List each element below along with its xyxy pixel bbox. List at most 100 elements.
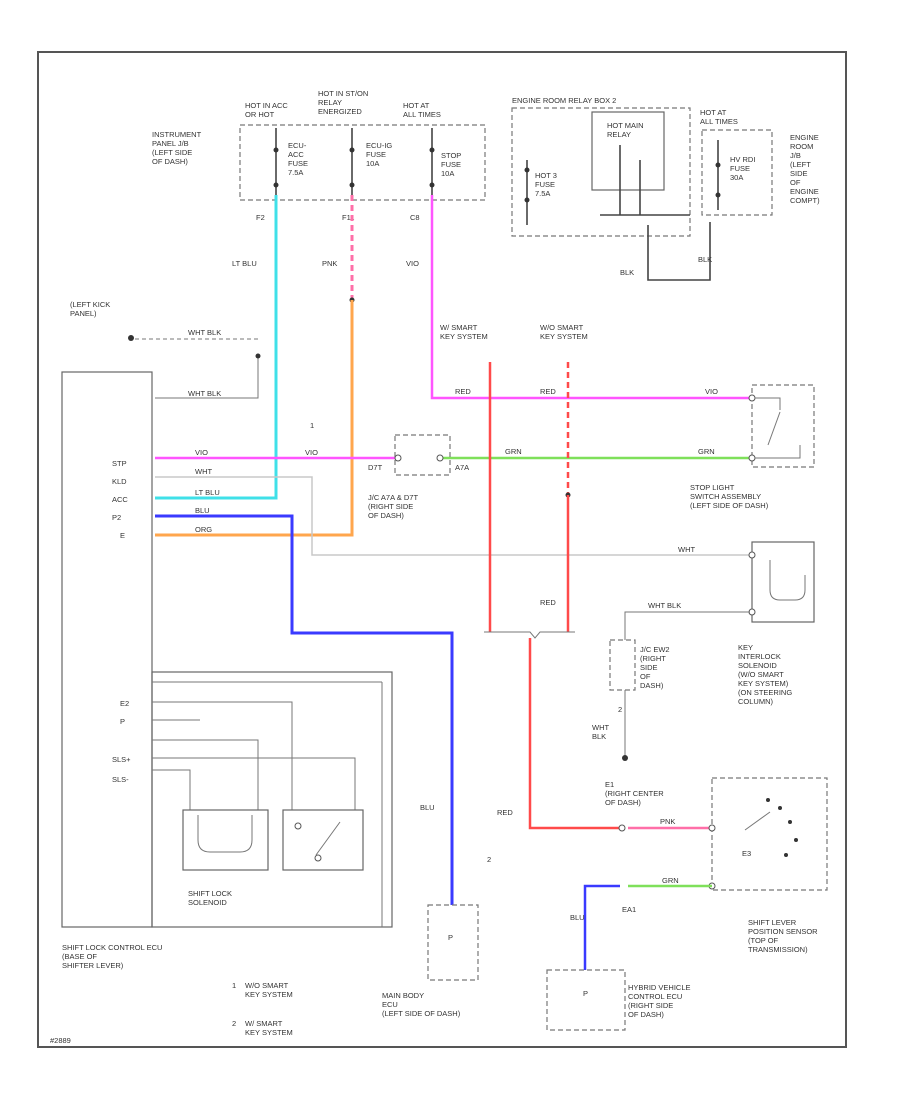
- legend-number-2: 2: [232, 1019, 236, 1028]
- connector-f11: F11: [342, 213, 354, 222]
- wire-label-grn-bottom: GRN: [662, 876, 679, 885]
- wire-label-grn-2: GRN: [698, 447, 715, 456]
- legend-number-1: 1: [232, 981, 236, 990]
- engine-room-jb-box: [701, 129, 773, 216]
- wire-label-wht-kld: WHT: [195, 467, 212, 476]
- wire-wht: [155, 476, 750, 556]
- main-body-ecu-box: [427, 904, 479, 981]
- pin-kld: KLD: [112, 477, 127, 486]
- d7t-label: D7T: [368, 463, 383, 472]
- wire-label-vio-sw: VIO: [705, 387, 718, 396]
- wire-label-grn-1: GRN: [505, 447, 522, 456]
- wire-blu-bottom: [583, 884, 620, 970]
- pin-sls-minus: SLS-: [112, 775, 129, 784]
- shift-lock-solenoid-box: [182, 809, 269, 871]
- jc-ew2-box: [609, 639, 636, 691]
- wire-label-blk-2: BLK: [698, 255, 712, 264]
- wire-label-wht-sol: WHT: [678, 545, 695, 554]
- wire-label-blu-bottom: BLU: [570, 913, 585, 922]
- marker-2: 2: [487, 855, 491, 864]
- footer-code: #2889: [50, 1036, 71, 1045]
- blk-ground-wire: [647, 222, 711, 281]
- connector-f2: F2: [256, 213, 265, 222]
- pin-p: P: [120, 717, 125, 726]
- wire-red-e1: [528, 638, 620, 830]
- wire-label-red-2: RED: [540, 387, 556, 396]
- wire-label-vio-mid: VIO: [305, 448, 318, 457]
- wire-label-pnk-top: PNK: [322, 259, 337, 268]
- hot-main-relay-box: [591, 111, 665, 191]
- key-interlock-box: [751, 541, 815, 623]
- wire-label-red-low: RED: [540, 598, 556, 607]
- wire-label-red-1: RED: [455, 387, 471, 396]
- fuse-stop: [429, 128, 435, 195]
- shift-lock-ecu-inner: [151, 671, 393, 928]
- engine-room-relay-box: [511, 107, 691, 237]
- wire-label-lt-blu-top: LT BLU: [232, 259, 257, 268]
- marker-1: 1: [310, 421, 314, 430]
- fuse-ecu-acc: [273, 128, 279, 195]
- wht-blk-e-label: WHT BLK: [188, 389, 221, 398]
- wire-label-wht-blk-sol: WHT BLK: [648, 601, 681, 610]
- hybrid-p-label: P: [583, 989, 588, 998]
- wire-label-pnk-e1: PNK: [660, 817, 675, 826]
- a7a-label: A7A: [455, 463, 469, 472]
- ground-point-icon: [128, 335, 134, 341]
- connector-c8: C8: [410, 213, 420, 222]
- fuse-ecu-ig: [349, 128, 355, 195]
- pin-sls-plus: SLS+: [112, 755, 131, 764]
- pin-e2: E2: [120, 699, 129, 708]
- marker-1b: 2: [618, 705, 622, 714]
- wire-label-vio-stp: VIO: [195, 448, 208, 457]
- jc-dtt-box: [394, 434, 451, 476]
- shift-lock-switch-box: [282, 809, 364, 871]
- diagram-frame: [37, 51, 847, 1048]
- wire-vio-switch: [430, 195, 750, 400]
- pin-stp: STP: [112, 459, 127, 468]
- wire-label-lt-blu-acc: LT BLU: [195, 488, 220, 497]
- shift-lock-ecu-box: [61, 371, 153, 928]
- engine-room-relay-box-label: ENGINE ROOM RELAY BOX 2: [512, 96, 616, 105]
- shift-lever-sensor-box: [711, 777, 828, 891]
- instrument-panel-jb-box: [239, 124, 486, 201]
- wire-blu: [155, 514, 454, 905]
- wire-wht-blk-sol: [624, 611, 750, 640]
- pin-e: E: [120, 531, 125, 540]
- wire-org: [155, 300, 354, 537]
- wire-label-blu-p2: BLU: [195, 506, 210, 515]
- main-body-p-label: P: [448, 933, 453, 942]
- pin-p2: P2: [112, 513, 121, 522]
- stop-light-switch-box: [751, 384, 815, 468]
- wire-label-blk-1: BLK: [620, 268, 634, 277]
- hybrid-ecu-box: [546, 969, 626, 1031]
